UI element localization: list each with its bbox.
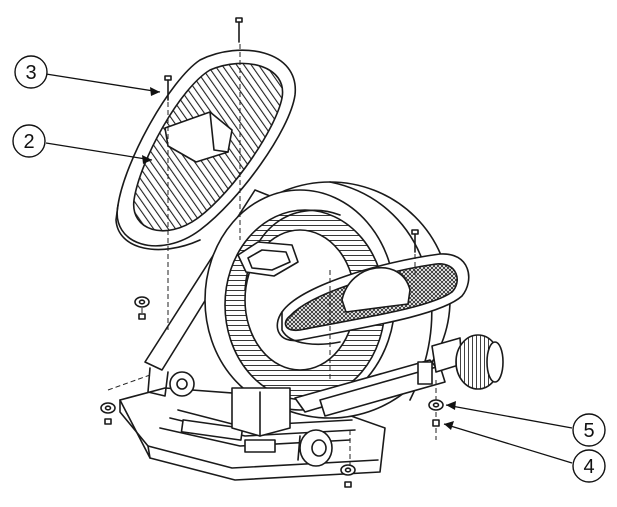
callout-5: 5	[572, 413, 606, 447]
nut-right	[432, 419, 440, 427]
front-wheel	[297, 429, 333, 467]
front-rail	[294, 359, 446, 417]
washer-left-lower	[100, 402, 116, 425]
washer-left-upper	[134, 296, 150, 320]
callout-2-label: 2	[23, 131, 34, 153]
washer-right	[428, 399, 444, 411]
bolt-callout-3	[164, 75, 172, 101]
callout-3-label: 3	[25, 62, 36, 84]
callout-2: 2	[12, 124, 46, 158]
callout-4-label: 4	[583, 456, 594, 478]
left-pedal	[115, 49, 296, 251]
center-post	[231, 387, 291, 437]
callout-5-label: 5	[583, 420, 594, 442]
bolt-right-pedal	[411, 229, 419, 253]
callout-4: 4	[572, 449, 606, 483]
bolt-top	[235, 17, 243, 43]
leader-lines	[45, 73, 573, 464]
washer-bottom	[340, 464, 356, 488]
callout-3: 3	[14, 55, 48, 89]
resistance-knob	[431, 334, 504, 390]
right-pedal	[276, 253, 470, 346]
